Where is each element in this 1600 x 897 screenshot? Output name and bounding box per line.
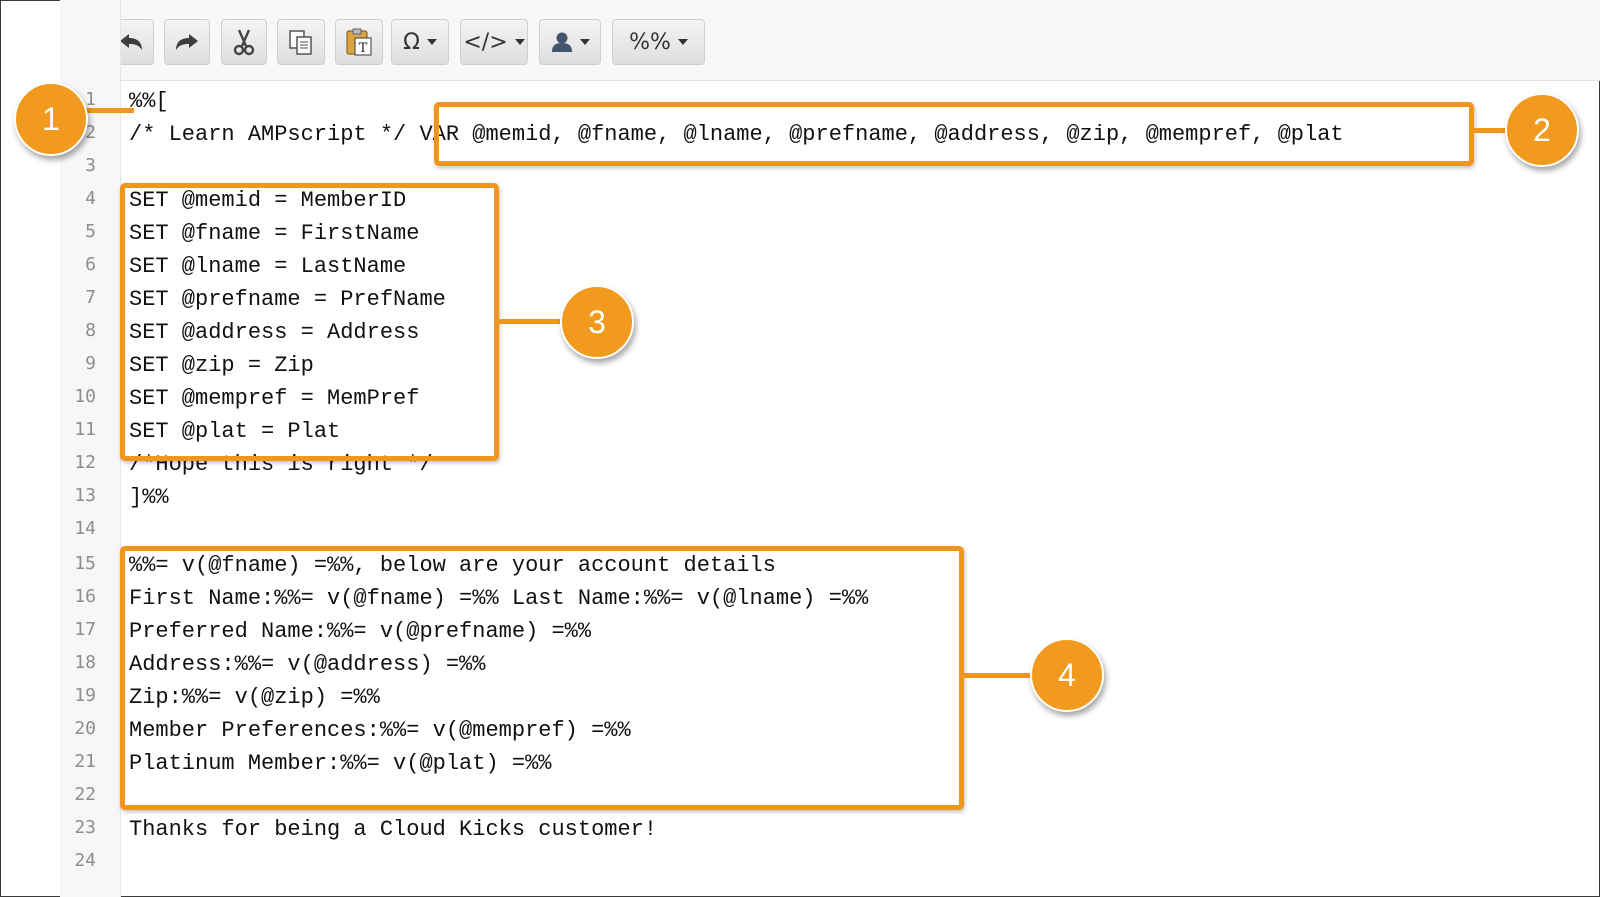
highlight-box-var-declaration — [434, 102, 1474, 166]
code-line[interactable]: /* Learn AMPscript */ VAR @memid, @fname… — [129, 122, 1344, 147]
line-number: 18 — [74, 652, 96, 673]
line-number: 13 — [74, 485, 96, 506]
line-number: 6 — [85, 254, 96, 275]
line-number: 16 — [74, 586, 96, 607]
copy-icon — [287, 28, 315, 56]
chevron-down-icon — [677, 39, 688, 45]
code-line[interactable]: SET @prefname = PrefName — [129, 287, 446, 312]
line-number: 5 — [85, 221, 96, 242]
code-line[interactable]: SET @fname = FirstName — [129, 221, 420, 246]
code-line[interactable]: Preferred Name:%%= v(@prefname) =%% — [129, 619, 592, 644]
line-number: 23 — [74, 817, 96, 838]
highlight-box-set-statements — [120, 183, 499, 461]
code-line[interactable]: SET @plat = Plat — [129, 419, 341, 444]
line-number: 24 — [74, 850, 96, 871]
chevron-down-icon — [579, 39, 590, 45]
highlight-box-output-block — [120, 546, 964, 810]
chevron-down-icon — [426, 39, 437, 45]
code-line[interactable]: SET @memid = MemberID — [129, 188, 407, 213]
code-line[interactable]: First Name:%%= v(@fname) =%% Last Name:%… — [129, 586, 869, 611]
svg-text:T: T — [359, 41, 368, 56]
code-line[interactable]: Thanks for being a Cloud Kicks customer! — [129, 817, 658, 842]
code-line[interactable]: Platinum Member:%%= v(@plat) =%% — [129, 751, 552, 776]
cut-button[interactable] — [221, 19, 267, 65]
callout-badge-1: 1 — [14, 82, 88, 156]
line-number: 10 — [74, 386, 96, 407]
callout-3-connector — [497, 319, 563, 324]
ampscript-icon: %% — [629, 29, 671, 55]
line-number: 7 — [85, 287, 96, 308]
editor-toolbar: T Ω </> %% — [60, 0, 1600, 81]
code-line[interactable]: Member Preferences:%%= v(@mempref) =%% — [129, 718, 631, 743]
code-line[interactable]: SET @mempref = MemPref — [129, 386, 420, 411]
code-line[interactable]: ]%% — [129, 485, 169, 510]
callout-badge-4: 4 — [1030, 638, 1104, 712]
line-number: 21 — [74, 751, 96, 772]
callout-4-connector — [962, 673, 1032, 678]
line-number: 17 — [74, 619, 96, 640]
line-number: 19 — [74, 685, 96, 706]
line-number: 4 — [85, 188, 96, 209]
line-number: 8 — [85, 320, 96, 341]
callout-2-connector — [1472, 128, 1510, 133]
code-line[interactable]: SET @address = Address — [129, 320, 420, 345]
line-number: 1 — [85, 89, 96, 110]
line-number: 20 — [74, 718, 96, 739]
chevron-down-icon — [514, 39, 525, 45]
line-number: 3 — [85, 155, 96, 176]
redo-icon — [173, 31, 201, 53]
line-number: 2 — [85, 122, 96, 143]
personalization-dropdown[interactable] — [539, 19, 601, 65]
line-number: 15 — [74, 553, 96, 574]
callout-1-connector — [84, 108, 134, 113]
callout-badge-2: 2 — [1505, 93, 1579, 167]
code-snippet-dropdown[interactable]: </> — [460, 19, 528, 65]
code-line[interactable]: SET @lname = LastName — [129, 254, 407, 279]
cut-icon — [231, 28, 257, 56]
personalization-icon — [551, 31, 573, 53]
code-icon: </> — [463, 29, 508, 55]
special-character-dropdown[interactable]: Ω — [391, 19, 449, 65]
undo-icon — [117, 31, 145, 53]
line-number: 14 — [74, 518, 96, 539]
line-number: 22 — [74, 784, 96, 805]
code-line[interactable]: Address:%%= v(@address) =%% — [129, 652, 486, 677]
line-number: 12 — [74, 452, 96, 473]
ampscript-dropdown[interactable]: %% — [612, 19, 705, 65]
redo-button[interactable] — [164, 19, 210, 65]
code-line[interactable]: Zip:%%= v(@zip) =%% — [129, 685, 380, 710]
paste-as-text-button[interactable]: T — [335, 19, 383, 65]
omega-icon: Ω — [403, 29, 420, 55]
callout-badge-3: 3 — [560, 285, 634, 359]
line-number: 9 — [85, 353, 96, 374]
paste-text-icon: T — [344, 27, 374, 57]
copy-button[interactable] — [277, 19, 325, 65]
code-line[interactable]: %%= v(@fname) =%%, below are your accoun… — [129, 553, 776, 578]
code-line[interactable]: SET @zip = Zip — [129, 353, 314, 378]
code-line[interactable]: %%[ — [129, 89, 169, 114]
line-number: 11 — [74, 419, 96, 440]
